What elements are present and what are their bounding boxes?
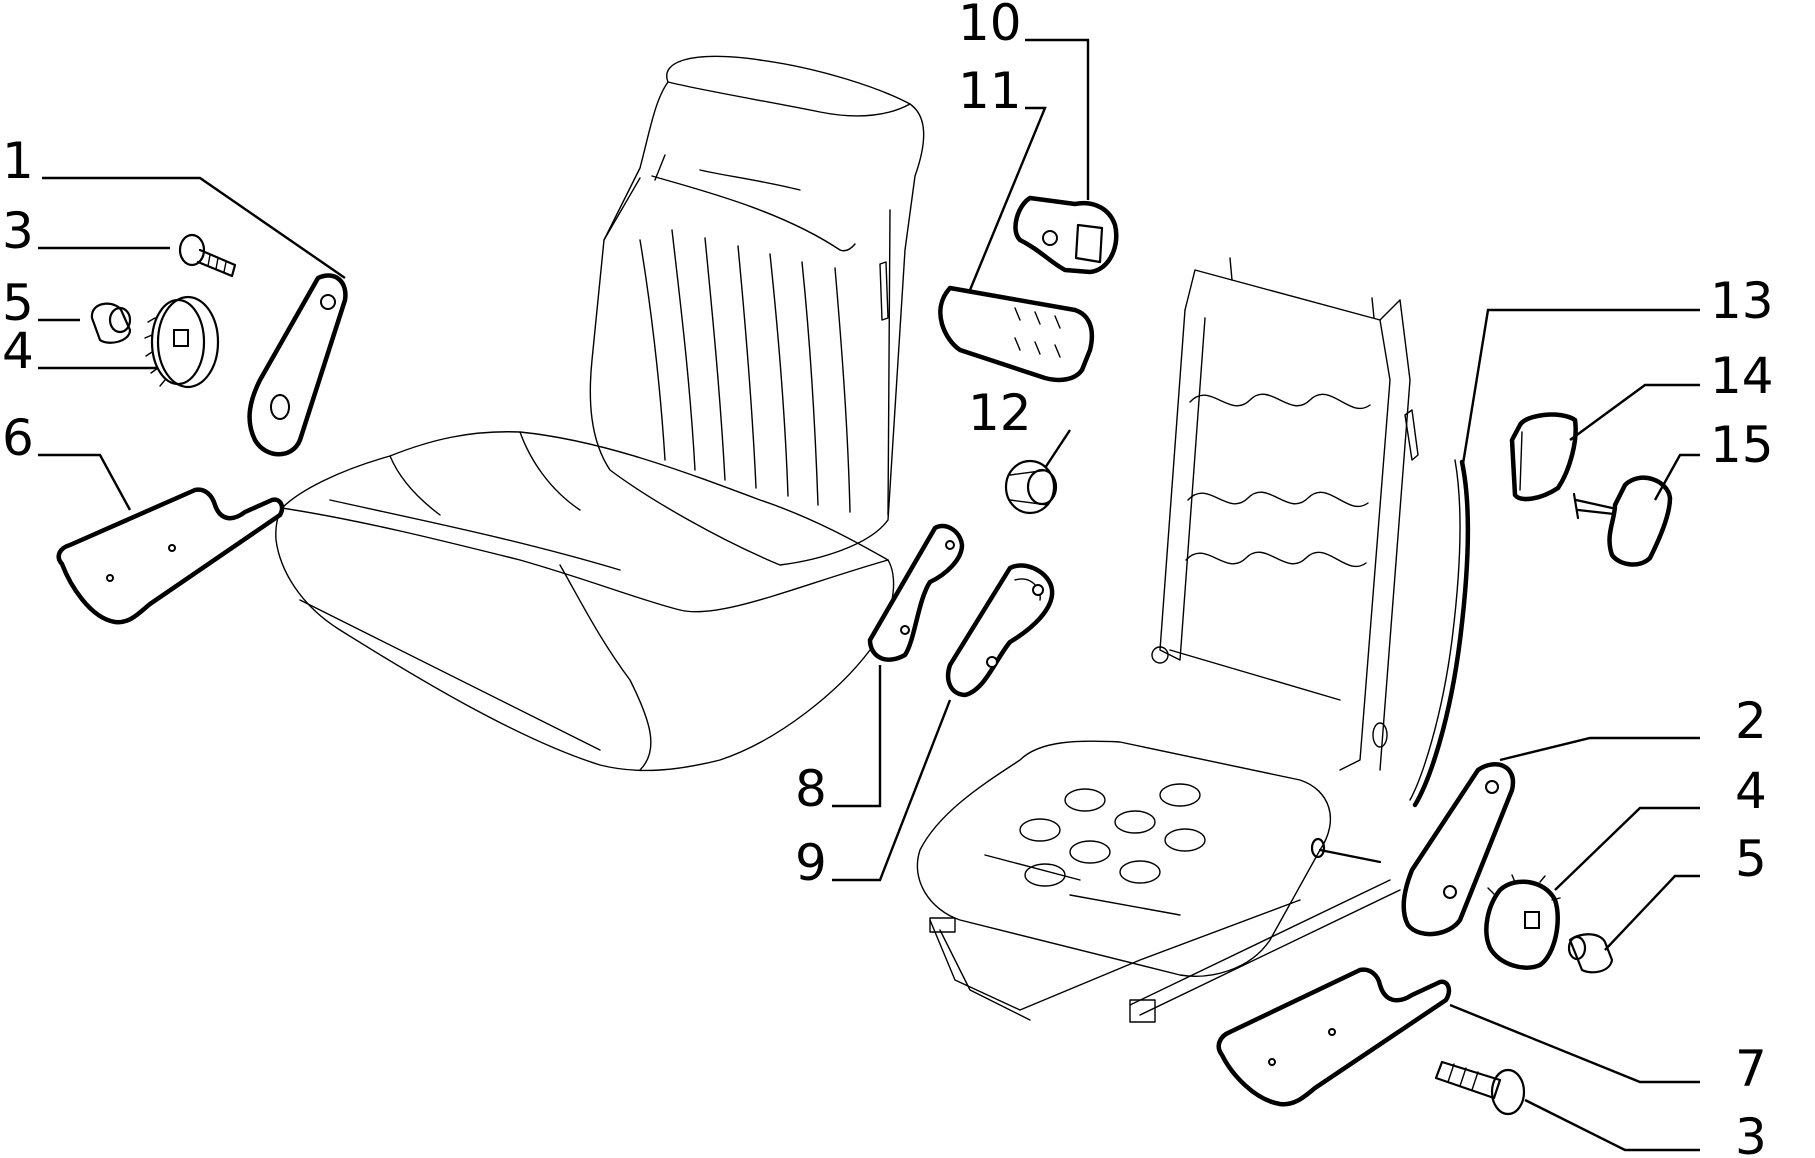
upholstered-seat [275, 55, 925, 772]
callout-13: 13 [1710, 272, 1774, 330]
callout-12: 12 [968, 384, 1032, 442]
callout-9: 9 [795, 834, 827, 892]
part-7-trim-panel-right [1216, 967, 1452, 1107]
callout-5-left: 5 [2, 274, 34, 332]
part-13-cable [1409, 459, 1470, 808]
part-9-hinge-plate [945, 563, 1055, 698]
seat-frame [916, 257, 1419, 1023]
part-3-screw-right [1434, 1060, 1526, 1116]
part-11-panel [938, 285, 1095, 383]
leader-lines [38, 38, 1700, 1152]
part-4-knob-right [1484, 874, 1561, 970]
callout-14: 14 [1710, 347, 1774, 405]
part-8-hinge-plate [867, 523, 965, 662]
part-12-grommet [1004, 459, 1058, 515]
part-5-cap-right [1567, 933, 1614, 974]
callout-labels: 1 3 5 4 6 10 11 12 8 9 13 14 15 2 4 5 7 … [2, 0, 1774, 1158]
part-3-screw-left [178, 233, 237, 278]
callout-2: 2 [1735, 692, 1767, 750]
part-15-knob [1572, 475, 1673, 567]
callout-3-left: 3 [2, 202, 34, 260]
callout-4-right: 4 [1735, 762, 1767, 820]
callout-8: 8 [795, 760, 827, 818]
callout-11: 11 [958, 62, 1022, 120]
part-14-bushing [1509, 412, 1578, 502]
callout-10: 10 [958, 0, 1022, 52]
callout-15: 15 [1710, 416, 1774, 474]
part-1-hinge-cover-left [247, 273, 348, 457]
part-2-hinge-cover-right [1401, 762, 1516, 937]
callout-7: 7 [1735, 1040, 1767, 1098]
part-4-knob-left [144, 295, 220, 389]
part-5-cap-left [90, 302, 132, 344]
callout-6: 6 [2, 409, 34, 467]
callout-5-right: 5 [1735, 830, 1767, 888]
callout-3-right: 3 [1735, 1108, 1767, 1158]
callout-4-left: 4 [2, 322, 34, 380]
part-6-trim-panel-left [56, 487, 285, 625]
part-10-bracket [1013, 195, 1119, 275]
callout-1: 1 [2, 132, 34, 190]
